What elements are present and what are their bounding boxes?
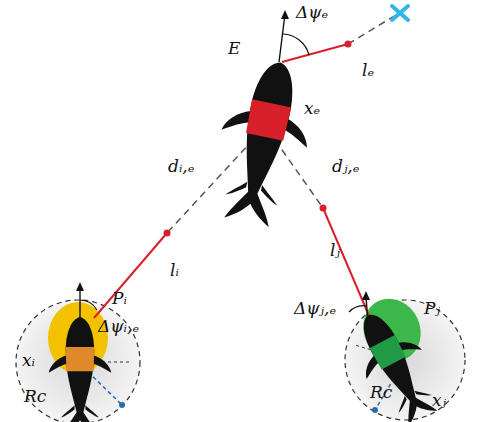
fish-name: E — [228, 40, 240, 57]
distance-label: lᵢ — [170, 262, 179, 279]
angle-label: Δψₑ — [296, 4, 328, 21]
radius-label: Rc — [24, 388, 46, 405]
zone-label: Pⱼ — [424, 300, 440, 317]
distance-label: dⱼ,ₑ — [332, 158, 359, 175]
angle-label: Δψⱼ,ₑ — [294, 300, 336, 317]
state-label: xⱼ — [432, 392, 446, 409]
distance-label: lⱼ — [330, 242, 340, 259]
zone-label: Pᵢ — [112, 290, 127, 307]
state-label: xₑ — [304, 100, 320, 117]
distance-label: lₑ — [362, 62, 374, 79]
distance-label: dᵢ,ₑ — [168, 158, 194, 175]
radius-label: Rc — [370, 384, 392, 401]
angle-label: Δψᵢ,ₑ — [98, 318, 139, 335]
state-label: xᵢ — [22, 352, 35, 369]
